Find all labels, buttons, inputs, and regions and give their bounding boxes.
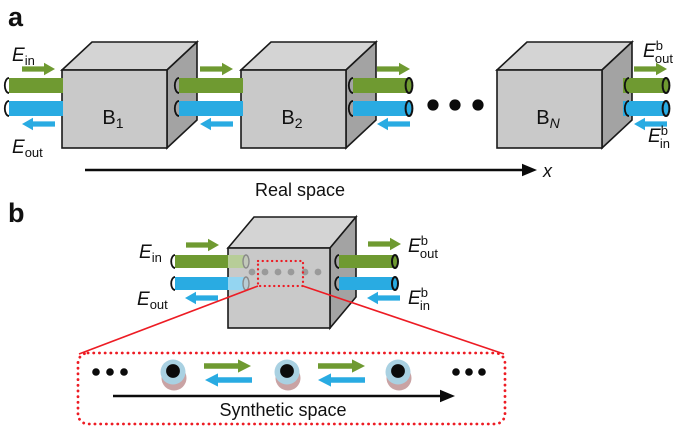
box-b1-label: B1 (102, 107, 123, 131)
backward-arrow-icon (22, 117, 55, 131)
forward-waveguide-green (3, 77, 671, 94)
backward-waveguide-blue (3, 100, 671, 117)
resonator-site (274, 359, 301, 391)
input-waveguides (170, 254, 250, 291)
panel-a-letter: a (8, 2, 24, 32)
real-space-caption: Real space (255, 180, 345, 200)
tube-end-cap (391, 276, 399, 291)
real-space-axis: x Real space (85, 161, 553, 200)
synthetic-axis-arrowhead-icon (440, 389, 455, 403)
backward-arrow-icon (200, 117, 233, 131)
zoom-connector-line (78, 285, 259, 355)
backward-arrow-icon (377, 117, 410, 131)
forward-arrow-icon (200, 62, 233, 76)
synthetic-space-caption: Synthetic space (219, 400, 346, 420)
box-front-face (496, 69, 603, 149)
tube-end-cap (661, 100, 671, 117)
box-bn-label: BN (536, 107, 560, 131)
box-front-face (61, 69, 168, 149)
tube-end-cap (404, 77, 414, 94)
synthetic-lattice-dots (248, 268, 322, 276)
e-out-label: Eout (12, 137, 43, 160)
tube-end-cap (661, 77, 671, 94)
forward-arrow-icon (368, 237, 401, 251)
output-waveguides (334, 254, 399, 291)
tube-end-cap (391, 254, 399, 269)
box-b2-label: B2 (281, 107, 302, 131)
e-in-label: Ein (12, 45, 35, 68)
resonator-site (160, 359, 187, 391)
backward-arrow-icon (367, 291, 400, 305)
single-box (226, 214, 358, 331)
zoom-source-rect (256, 259, 305, 288)
axis-arrowhead-icon (522, 163, 537, 177)
forward-arrow-icon (186, 238, 219, 252)
tube-inner-cap (242, 254, 250, 269)
forward-arrow-icon (377, 62, 410, 76)
synthetic-space-inset: Synthetic space (76, 351, 507, 426)
unit-cell-box-b2: B2 (238, 40, 379, 150)
resonator-site (385, 359, 412, 391)
tube-inner-cap (242, 276, 250, 291)
unit-cell-box-b1: B1 (59, 40, 200, 150)
inset-ellipsis-right (452, 368, 486, 376)
panel-b-letter: b (8, 198, 25, 228)
tube-end-cap (404, 100, 414, 117)
axis-x-label: x (542, 161, 553, 181)
e-out-label: Eout (137, 289, 168, 312)
chain-ellipsis-dots (427, 99, 484, 111)
zoom-connector-line (302, 285, 505, 355)
inset-ellipsis-left (92, 368, 128, 376)
unit-cell-box-bn: BN (494, 40, 635, 150)
panel-a: a B1 B2 BN (3, 2, 673, 200)
e-in-label: Ein (139, 242, 162, 265)
panel-b: b (8, 198, 507, 426)
